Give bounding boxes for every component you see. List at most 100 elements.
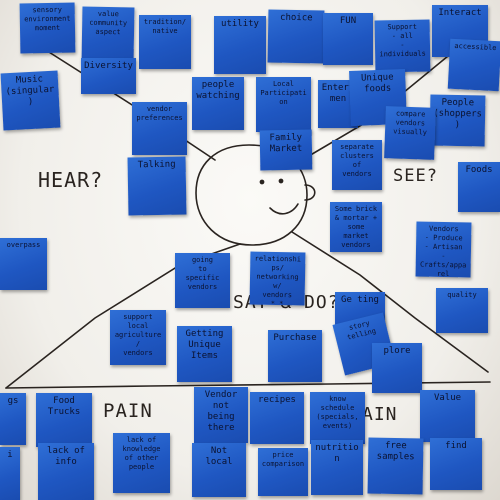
sticky-note-text: Foods xyxy=(465,165,493,175)
sticky-note-text: gs xyxy=(7,396,19,406)
ear xyxy=(304,184,316,201)
sticky-note-quality[interactable]: quality xyxy=(436,288,488,333)
sticky-note-text: free samples xyxy=(376,440,415,463)
sticky-note-getting-unique-items[interactable]: Getting Unique Items xyxy=(177,326,232,382)
sticky-note-text: Music (singular) xyxy=(5,74,55,108)
sticky-note-text: compare vendors visually xyxy=(393,109,428,137)
sticky-note-bags[interactable]: gs xyxy=(0,393,26,445)
sticky-note-going-to-specific-vendors[interactable]: going to specific vendors xyxy=(175,253,230,308)
sticky-note-compare-vendors-visually[interactable]: compare vendors visually xyxy=(384,106,436,160)
sticky-note-explore[interactable]: plore xyxy=(372,343,422,393)
sticky-note-value[interactable]: Value xyxy=(420,390,475,442)
sticky-note-vendor-not-being-there[interactable]: Vendor not being there xyxy=(194,387,248,443)
sticky-note-text: tradition/ native xyxy=(143,18,187,35)
sticky-note-free-samples[interactable]: free samples xyxy=(367,437,424,495)
sticky-note-talking[interactable]: Talking xyxy=(127,156,187,216)
sticky-note-not-local[interactable]: Not local xyxy=(192,443,246,497)
sticky-note-sensory-environment[interactable]: sensory environment moment xyxy=(19,2,76,54)
sticky-note-text: know schedule (specials, events) xyxy=(316,395,359,430)
sticky-note-lack-of-info[interactable]: lack of info xyxy=(38,443,94,500)
sticky-note-recipes[interactable]: recipes xyxy=(250,392,304,444)
sticky-note-text: Talking xyxy=(137,159,176,171)
sticky-note-text: find xyxy=(445,441,467,451)
sticky-note-text: Local Participation xyxy=(260,80,307,106)
sticky-note-text: accessible xyxy=(454,41,497,53)
sticky-note-tradition-native[interactable]: tradition/ native xyxy=(139,15,191,69)
sticky-note-text: Interact xyxy=(438,8,482,18)
sticky-note-text: Not local xyxy=(205,446,233,467)
sticky-note-support-all-individuals[interactable]: Support - all - individuals xyxy=(374,19,431,73)
sticky-note-lack-of-knowledge[interactable]: lack of knowledge of other people xyxy=(113,433,170,493)
sticky-note-text: lack of knowledge of other people xyxy=(122,436,161,471)
sticky-note-text: quality xyxy=(447,291,477,299)
sticky-note-text: people watching xyxy=(196,80,240,101)
sticky-note-text: choice xyxy=(279,12,313,24)
label-gain: AIN xyxy=(362,404,398,425)
label-hear: HEAR? xyxy=(38,168,104,192)
sticky-note-text: separate clusters of vendors xyxy=(340,143,374,178)
eye-right xyxy=(278,178,284,184)
sticky-note-food-trucks[interactable]: Food Trucks xyxy=(36,393,92,447)
sticky-note-diversity[interactable]: Diversity xyxy=(81,58,136,94)
sticky-note-vendors-list[interactable]: Vendors - Produce - Artisan - Crafts/app… xyxy=(415,221,472,278)
sticky-note-text: Vendors - Produce - Artisan - Crafts/app… xyxy=(419,224,467,278)
sticky-note-relationships-networking[interactable]: relationships/ networking w/ vendors * * xyxy=(249,251,306,306)
sticky-note-text: plore xyxy=(383,346,411,356)
sticky-note-know-schedule[interactable]: know schedule (specials, events) xyxy=(310,392,365,444)
sticky-note-local-participation[interactable]: Local Participation xyxy=(256,77,311,132)
eye-left xyxy=(259,179,265,185)
sticky-note-text: vendor preferences xyxy=(136,105,183,122)
sticky-note-text: recipes xyxy=(258,395,296,405)
sticky-note-purchase[interactable]: Purchase xyxy=(268,330,322,382)
sticky-note-separate-clusters-of-vendors[interactable]: separate clusters of vendors xyxy=(332,140,382,190)
sticky-note-music-singular[interactable]: Music (singular) xyxy=(0,70,61,131)
sticky-note-text: People (shoppers) xyxy=(433,97,483,131)
sticky-note-vendor-preferences[interactable]: vendor preferences xyxy=(132,102,187,155)
sticky-note-text: price comparison xyxy=(261,451,305,468)
sticky-note-accessible[interactable]: accessible xyxy=(447,38,500,92)
sticky-note-text: lack of info xyxy=(47,446,85,467)
sticky-note-text: relationships/ networking w/ vendors * * xyxy=(254,254,302,306)
sticky-note-nutrition[interactable]: nutrition xyxy=(311,440,363,495)
sticky-note-text: Getting Unique Items xyxy=(185,329,224,361)
sticky-note-text: utility xyxy=(221,19,259,29)
label-see: SEE? xyxy=(393,166,438,186)
sticky-note-people-shoppers[interactable]: People (shoppers) xyxy=(429,94,486,147)
sticky-note-text: Ge ting xyxy=(341,295,379,305)
sticky-note-choice[interactable]: choice xyxy=(267,9,325,64)
head-circle xyxy=(195,144,308,246)
sticky-note-text: Vendor not being there xyxy=(204,390,238,433)
sticky-note-text: overpass xyxy=(6,241,41,249)
smile xyxy=(269,203,299,215)
sticky-note-text: Value xyxy=(433,393,462,403)
sticky-note-value-community-aspect[interactable]: value community aspect xyxy=(81,6,135,63)
sticky-note-text: value community aspect xyxy=(89,9,128,37)
sticky-note-family-market[interactable]: Family Market xyxy=(259,129,313,171)
sticky-note-text: sensory environment moment xyxy=(24,5,71,33)
sticky-note-text: FUN xyxy=(339,16,357,26)
sticky-note-text: Family Market xyxy=(269,132,303,155)
body-line-right xyxy=(291,231,489,373)
sticky-note-text: Some brick & mortar + some market vendor… xyxy=(334,205,378,249)
sticky-note-text: Diversity xyxy=(84,61,133,71)
sticky-note-find[interactable]: find xyxy=(430,438,482,490)
label-pain: PAIN xyxy=(103,400,153,422)
sticky-note-text: i xyxy=(7,450,13,460)
sticky-note-price-comparison[interactable]: price comparison xyxy=(258,448,308,496)
sticky-note-text: Entert men xyxy=(321,83,355,104)
sticky-note-brick-mortar-vendors[interactable]: Some brick & mortar + some market vendor… xyxy=(330,202,382,252)
sticky-note-text: Food Trucks xyxy=(47,396,81,417)
sticky-note-text: nutrition xyxy=(315,443,359,464)
sticky-note-text: Purchase xyxy=(273,333,317,343)
sticky-note-support-local-agriculture[interactable]: support local agriculture/ vendors xyxy=(110,310,166,365)
sticky-note-overpass[interactable]: overpass xyxy=(0,238,47,290)
sticky-note-left-bottom-partial[interactable]: i xyxy=(0,447,20,500)
sticky-note-fun[interactable]: FUN xyxy=(323,13,373,65)
sticky-note-people-watching[interactable]: people watching xyxy=(192,77,244,130)
sticky-note-utility[interactable]: utility xyxy=(214,16,266,74)
sticky-note-foods[interactable]: Foods xyxy=(458,162,500,212)
sticky-note-text: Unique foods xyxy=(360,72,394,95)
sticky-note-text: support local agriculture/ vendors xyxy=(114,313,162,357)
sticky-note-text: Support - all - individuals xyxy=(379,22,426,59)
